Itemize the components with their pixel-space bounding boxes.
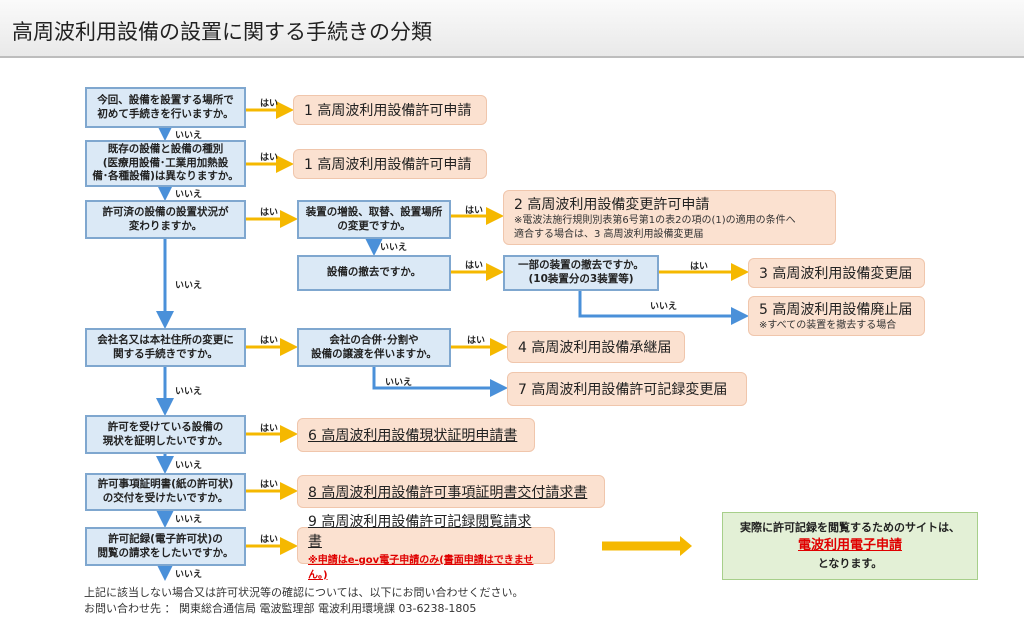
- header: 高周波利用設備の設置に関する手続きの分類: [0, 0, 1024, 58]
- site-info-text: となります。: [817, 556, 883, 570]
- no-label: いいえ: [175, 281, 203, 291]
- answer-label: 7 高周波利用設備許可記録変更届: [518, 382, 728, 398]
- answer-permit-application[interactable]: 1 高周波利用設備許可申請: [293, 95, 487, 125]
- question-paper-license: 許可事項証明書(紙の許可状) の交付を受けたいですか。: [85, 473, 246, 511]
- no-label: いいえ: [650, 302, 678, 312]
- answer-note: ※すべての装置を撤去する場合: [759, 320, 897, 331]
- question-status-certificate: 許可を受けている設備の 現状を証明したいですか。: [85, 415, 246, 454]
- yes-label: はい: [260, 153, 279, 163]
- question-first-procedure: 今回、設備を設置する場所で 初めて手続きを行いますか。: [85, 87, 246, 128]
- answer-note: ※電波法施行規則別表第6号第1の表2の項の(1)の適用の条件へ: [514, 214, 796, 226]
- no-label: いいえ: [175, 570, 203, 580]
- answer-link[interactable]: 6 高周波利用設備現状証明申請書: [308, 428, 518, 444]
- yes-label: はい: [260, 480, 279, 490]
- answer-abolition-notice[interactable]: 5 高周波利用設備廃止届 ※すべての装置を撤去する場合: [748, 296, 925, 336]
- site-info-box: 実際に許可記録を閲覧するためのサイトは、 電波利用電子申請 となります。: [722, 512, 978, 580]
- yes-label: はい: [260, 336, 279, 346]
- answer-link[interactable]: 8 高周波利用設備許可事項証明書交付請求書: [308, 484, 588, 501]
- yes-label: はい: [465, 261, 484, 271]
- yes-label: はい: [260, 535, 279, 545]
- yes-label: はい: [690, 262, 709, 272]
- question-equipment-type: 既存の設備と設備の種別 (医療用設備･工業用加熱設 備･各種設備)は異なりますか…: [85, 140, 246, 187]
- question-installation-change: 許可済の設備の設置状況が 変わりますか。: [85, 200, 246, 239]
- answer-record-change[interactable]: 7 高周波利用設備許可記録変更届: [507, 372, 747, 406]
- answer-note: ※申請はe-gov電子申請のみ(書面申請はできません。): [308, 554, 534, 581]
- answer-change-notice[interactable]: 3 高周波利用設備変更届: [748, 258, 925, 288]
- answer-record-view[interactable]: 9 高周波利用設備許可記録閲覧請求書 ※申請はe-gov電子申請のみ(書面申請はで…: [297, 514, 555, 581]
- yes-label: はい: [260, 208, 279, 218]
- no-label: いいえ: [175, 190, 203, 200]
- answer-succession-notice[interactable]: 4 高周波利用設備承継届: [507, 331, 685, 363]
- answer-label: 3 高周波利用設備変更届: [759, 266, 913, 282]
- answer-label: 4 高周波利用設備承継届: [518, 340, 672, 356]
- footer-note: 上記に該当しない場合又は許可状況等の確認については、以下にお問い合わせください。: [84, 586, 524, 599]
- answer-label: 1 高周波利用設備許可申請: [304, 103, 472, 119]
- question-record-view: 許可記録(電子許可状)の 閲覧の請求をしたいですか。: [85, 527, 246, 566]
- answer-status-certificate[interactable]: 6 高周波利用設備現状証明申請書: [297, 418, 535, 452]
- footer-contact: お問い合わせ先 ： 関東総合通信局 電波監理部 電波利用環境課 03-6238-…: [84, 602, 477, 615]
- answer-permit-application-2[interactable]: 1 高周波利用設備許可申請: [293, 149, 487, 179]
- no-label: いいえ: [175, 387, 203, 397]
- answer-link[interactable]: 9 高周波利用設備許可記録閲覧請求書: [308, 513, 532, 550]
- question-add-replace-move: 装置の増設、取替、設置場所 の変更ですか。: [297, 200, 451, 239]
- answer-label: 5 高周波利用設備廃止届: [759, 302, 913, 318]
- yes-label: はい: [260, 424, 279, 434]
- no-label: いいえ: [385, 378, 413, 388]
- e-application-link[interactable]: 電波利用電子申請: [797, 538, 902, 554]
- question-merger: 会社の合併･分割や 設備の譲渡を伴いますか。: [297, 328, 451, 367]
- site-info-text: 実際に許可記録を閲覧するためのサイトは、: [740, 520, 960, 534]
- no-label: いいえ: [175, 515, 203, 525]
- answer-license-certificate[interactable]: 8 高周波利用設備許可事項証明書交付請求書: [297, 475, 605, 508]
- question-partial-removal: 一部の装置の撤去ですか。 (10装置分の3装置等): [503, 255, 659, 291]
- yes-label: はい: [465, 206, 484, 216]
- answer-label: 2 高周波利用設備変更許可申請: [514, 196, 710, 213]
- no-label: いいえ: [175, 461, 203, 471]
- yes-label: はい: [467, 336, 486, 346]
- answer-note: 適合する場合は、3 高周波利用設備変更届: [514, 228, 704, 240]
- yes-label: はい: [260, 99, 279, 109]
- no-label: いいえ: [175, 131, 203, 141]
- question-removal: 設備の撤去ですか。: [297, 255, 451, 291]
- no-label: いいえ: [380, 243, 408, 253]
- answer-change-permit[interactable]: 2 高周波利用設備変更許可申請※電波法施行規則別表第6号第1の表2の項の(1)の…: [503, 190, 836, 245]
- question-company-change: 会社名又は本社住所の変更に 関する手続きですか。: [85, 328, 246, 367]
- page-title: 高周波利用設備の設置に関する手続きの分類: [12, 20, 432, 44]
- answer-label: 1 高周波利用設備許可申請: [304, 157, 472, 173]
